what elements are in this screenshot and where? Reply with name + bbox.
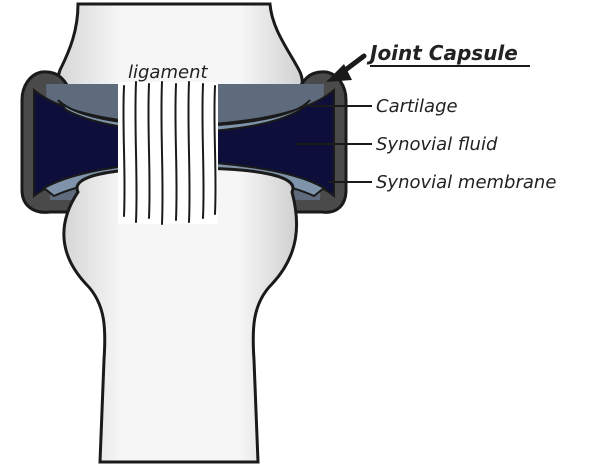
arrow-icon xyxy=(326,56,364,82)
ligament-label: ligament xyxy=(128,62,208,83)
cartilage-label: Cartilage xyxy=(376,96,458,117)
synovial-membrane-label: Synovial membrane xyxy=(376,172,556,193)
synovial-fluid-label: Synovial fluid xyxy=(376,134,498,155)
joint-capsule-label: Joint Capsule xyxy=(366,41,518,65)
